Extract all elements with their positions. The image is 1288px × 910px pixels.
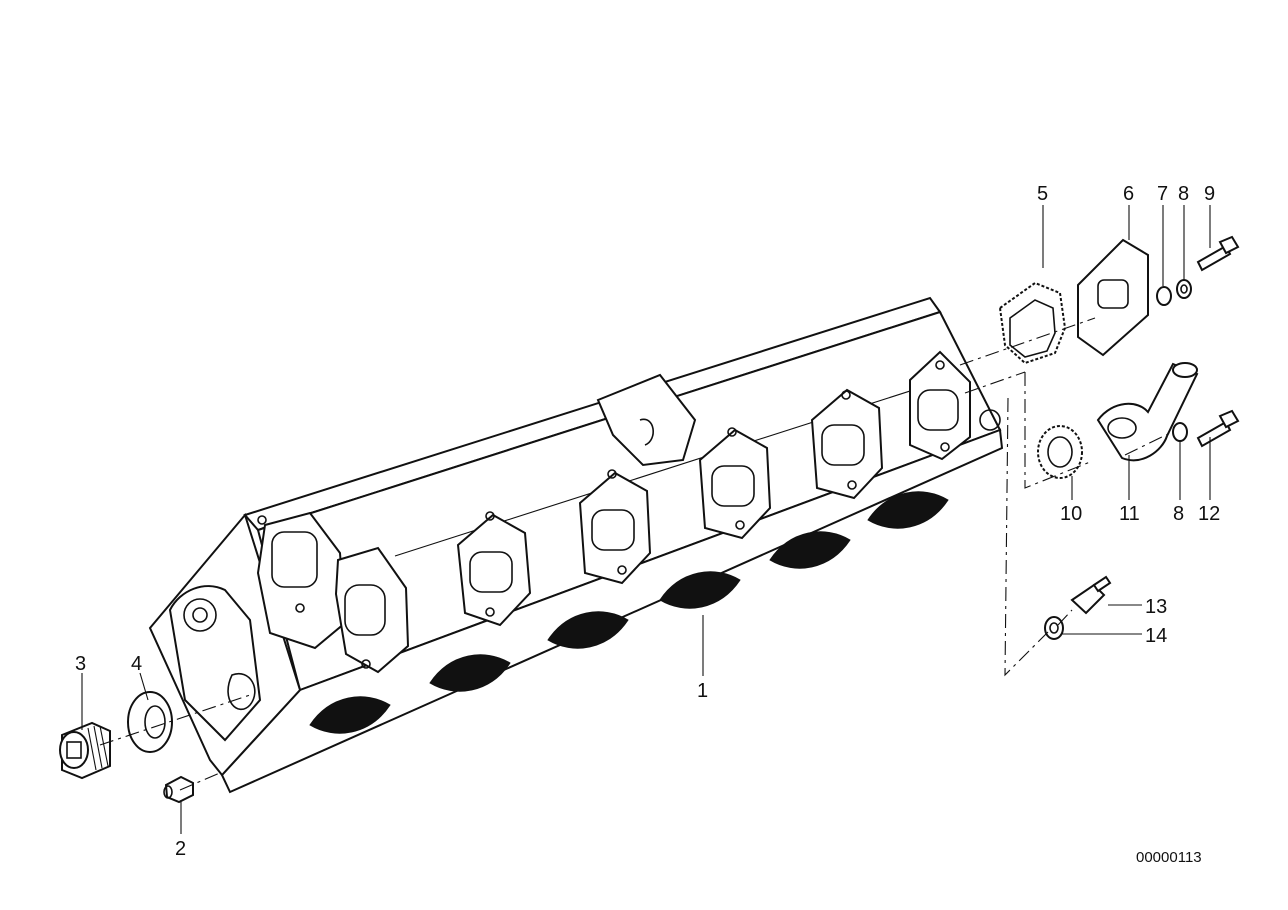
part-13-temp-sensor (1070, 575, 1112, 615)
part-8-washer-lower (1172, 422, 1188, 442)
part-10-gasket (1037, 425, 1083, 479)
callouts: 1 2 3 4 5 6 7 8 9 10 11 8 12 13 14 (75, 183, 1220, 860)
callout-6: 6 (1123, 183, 1134, 205)
callout-2: 2 (175, 838, 186, 860)
part-2-plug (163, 775, 194, 804)
callout-5: 5 (1037, 183, 1048, 205)
assembly-lines (99, 317, 1173, 791)
callout-1: 1 (697, 680, 708, 702)
part-7-washer (1156, 286, 1172, 306)
leader-lines (81, 205, 1211, 834)
callout-10: 10 (1060, 503, 1082, 525)
callout-11: 11 (1119, 503, 1140, 525)
callout-4: 4 (131, 653, 142, 675)
callout-13: 13 (1145, 596, 1167, 618)
callout-3: 3 (75, 653, 86, 675)
callout-8-lower: 8 (1173, 503, 1184, 525)
combustion-chambers (309, 491, 949, 734)
callout-14: 14 (1145, 625, 1167, 647)
part-5-gasket (998, 281, 1067, 365)
callout-7: 7 (1157, 183, 1168, 205)
part-9-bolt (1196, 235, 1240, 272)
callout-9: 9 (1204, 183, 1215, 205)
port-flanges (256, 350, 1001, 674)
part-12-bolt (1196, 409, 1240, 448)
callout-12: 12 (1198, 503, 1220, 525)
callout-8-top: 8 (1178, 183, 1189, 205)
part-4-gasket-ring (127, 691, 173, 753)
part-11-water-outlet (1096, 362, 1199, 462)
part-8-washer-top (1176, 279, 1192, 299)
part-6-cover-plate (1077, 238, 1149, 357)
diagram-part-number: 00000113 (1136, 849, 1202, 866)
part-3-screw-plug (59, 721, 111, 780)
bolt-holes (257, 360, 950, 669)
part-14-sealing-ring (1044, 616, 1064, 640)
cylinder-head (148, 296, 1004, 794)
